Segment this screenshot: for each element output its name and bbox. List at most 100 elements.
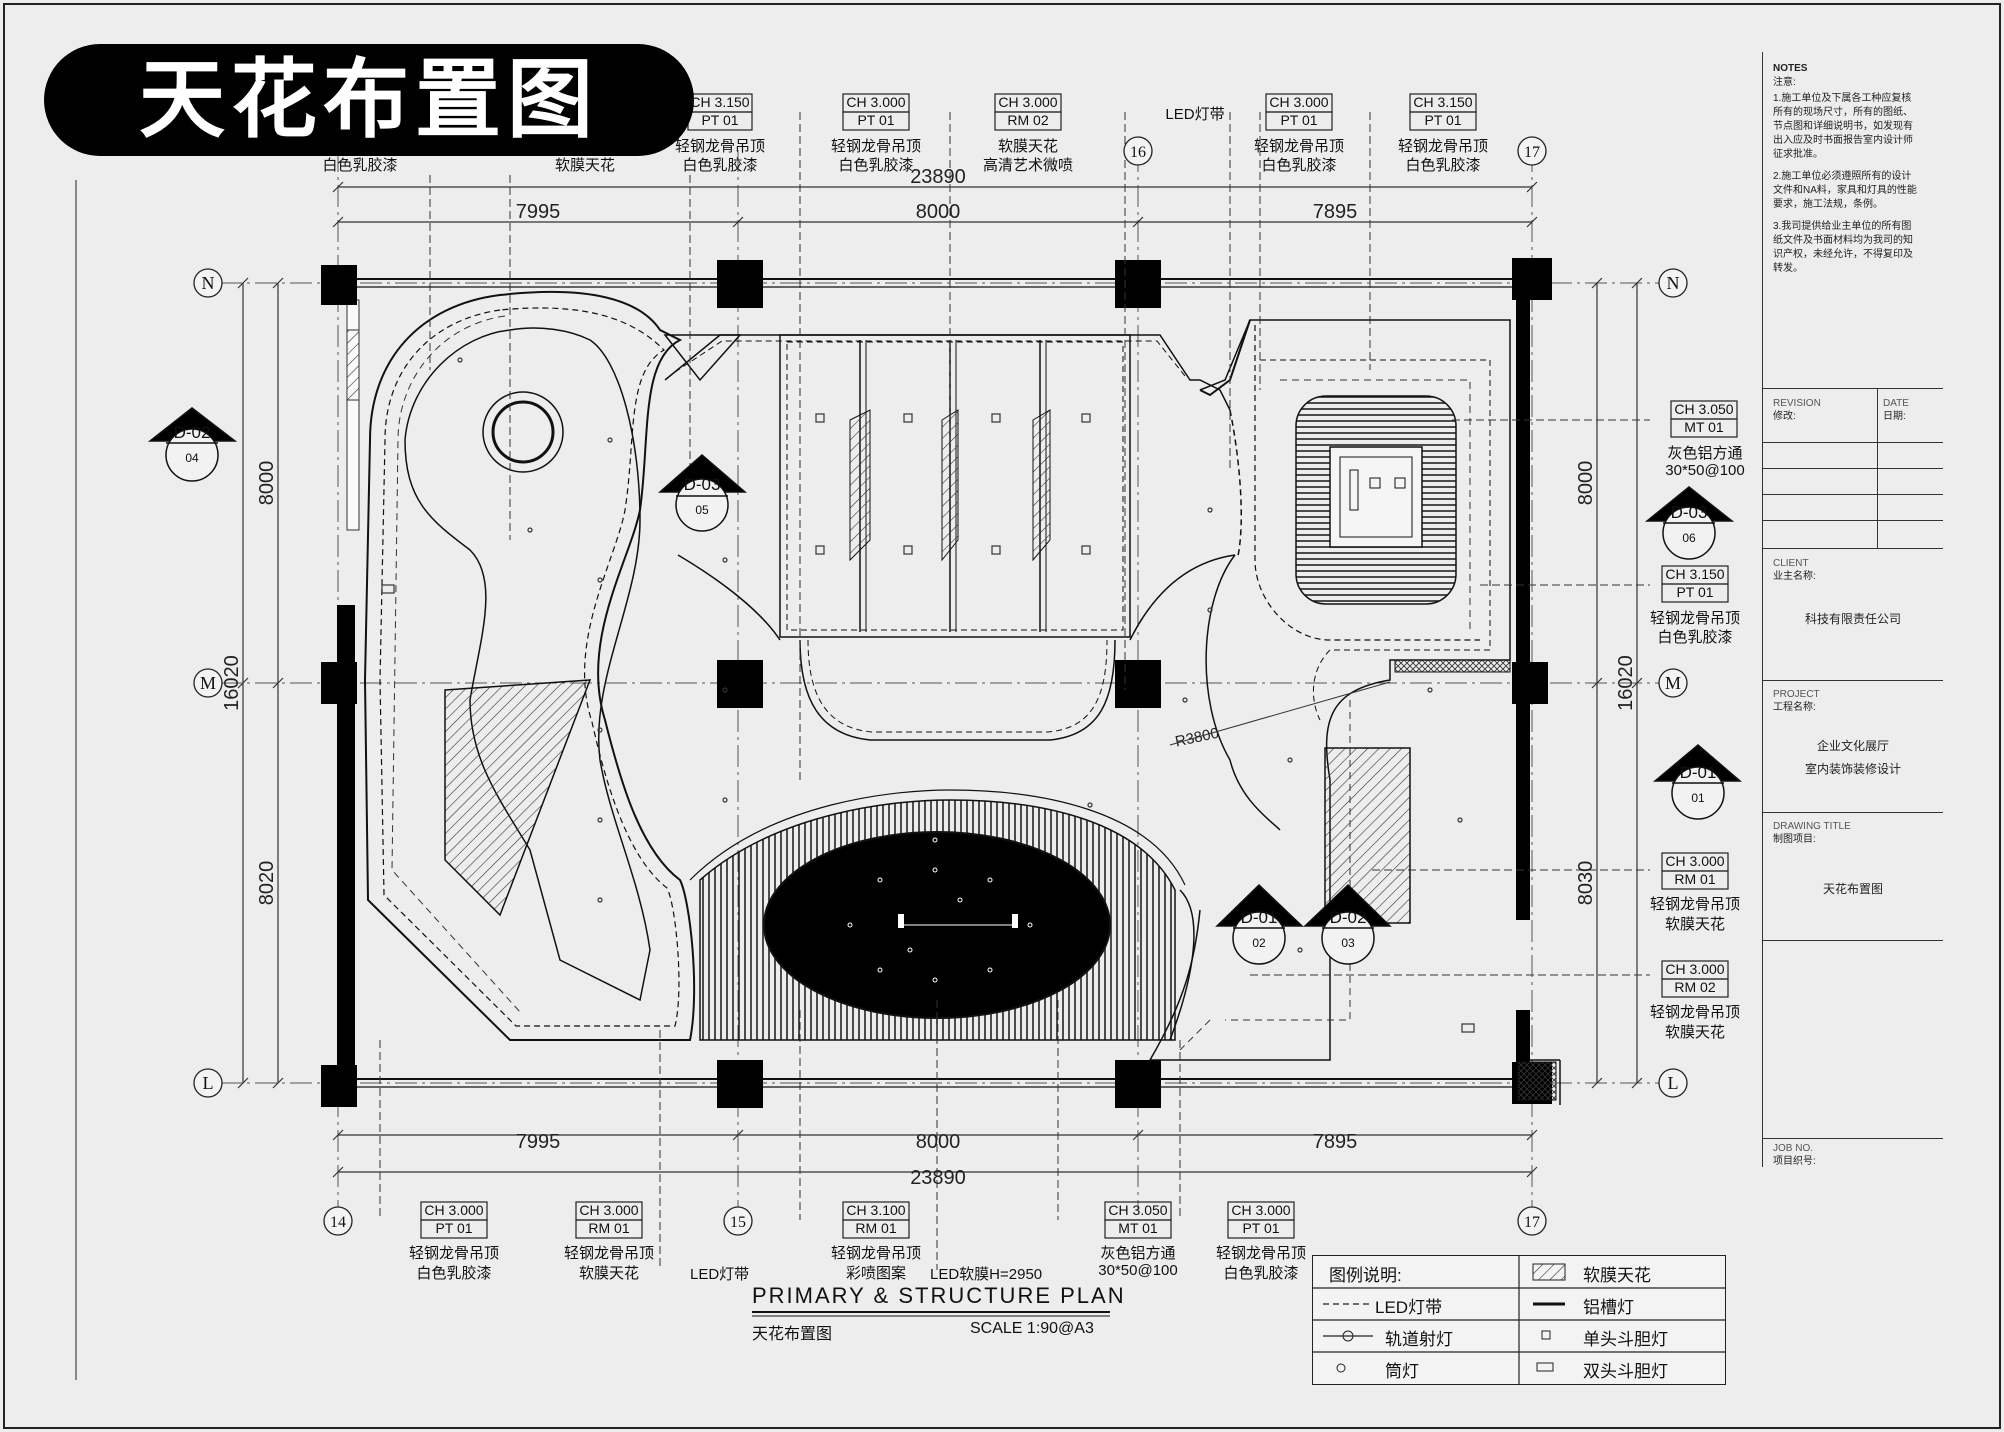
- callout-right-3-l2: 软膜天花: [1664, 916, 1725, 933]
- callout-top-2-l2: 白色乳胶漆: [838, 157, 914, 174]
- dim-total-top: 23890: [910, 166, 966, 188]
- section-label: D-03: [1671, 503, 1708, 522]
- dim-left-row-2: 8020: [256, 861, 278, 906]
- callout-top-3-l2: 高清艺术微喷: [982, 157, 1073, 174]
- callout-bottom-1-ch: CH 3.000: [424, 1202, 484, 1218]
- legend-item-led: LED灯带: [1375, 1298, 1443, 1317]
- grid-bubble-17-top: [1517, 136, 1547, 166]
- callout-top-5-code: PT 01: [1424, 112, 1462, 128]
- section-number: 04: [185, 451, 199, 465]
- tb-date-cn: 日期:: [1883, 411, 1906, 422]
- callout-top-1-l1: 轻钢龙骨吊顶: [674, 138, 765, 155]
- callout-top-4-l2: 白色乳胶漆: [1261, 157, 1337, 174]
- callout-right-2-code: PT 01: [1676, 584, 1714, 600]
- callout-top-5-l1: 轻钢龙骨吊顶: [1397, 138, 1488, 155]
- callout-top-4-l1: 轻钢龙骨吊顶: [1253, 138, 1344, 155]
- callout-bottom-4-l1: 灰色铝方通: [1100, 1245, 1176, 1262]
- callout-top-mid-text: 软膜天花: [554, 157, 615, 174]
- dim-right-row-1: 8000: [1575, 461, 1597, 506]
- callout-top-5-ch: CH 3.150: [1413, 94, 1473, 110]
- grid-label: M: [200, 673, 216, 693]
- dim-bay-2-bottom: 8000: [916, 1131, 961, 1153]
- sheet-border: [3, 3, 2001, 1429]
- section-marker-d01-02: [1215, 883, 1304, 965]
- callout-bottom-1-code: PT 01: [435, 1220, 473, 1236]
- tb-project-en: PROJECT: [1773, 689, 1820, 700]
- callout-top-4-code: PT 01: [1280, 112, 1318, 128]
- tb-drawing-cn: 制图项目:: [1773, 834, 1816, 845]
- callout-bottom-led: LED灯带: [690, 1266, 750, 1283]
- note-line: 文件和NA料，家具和灯具的性能: [1773, 185, 1917, 196]
- tb-job-en: JOB NO.: [1773, 1143, 1814, 1154]
- dim-bay-3-bottom: 7895: [1313, 1131, 1358, 1153]
- note-line: 征求批准。: [1773, 149, 1823, 160]
- building-outline: [337, 275, 1530, 1090]
- section-number: 02: [1252, 936, 1266, 950]
- tb-client-en: CLIENT: [1773, 558, 1809, 569]
- tb-divider-revision: [1763, 388, 1943, 389]
- grid-labels: N M L N M L 16 17 14 15 17: [200, 144, 1681, 1231]
- callout-right-2-ch: CH 3.150: [1665, 566, 1725, 582]
- plan-title: PRIMARY & STRUCTURE PLAN: [752, 1283, 1126, 1308]
- callout-bottom-2-l2: 软膜天花: [578, 1265, 639, 1282]
- title-block: NOTES 注意: 1.施工单位及下属各工种应复核 所有的现场尺寸，所有的图纸、…: [1762, 52, 1943, 1167]
- grid-label: 17: [1524, 1214, 1540, 1231]
- tb-project-value-2: 室内装饰装修设计: [1804, 762, 1901, 776]
- notes-heading: NOTES: [1773, 63, 1808, 74]
- dim-bay-3-top: 7895: [1313, 201, 1358, 223]
- callout-top-left-text: 白色乳胶漆: [322, 157, 398, 174]
- legend-title: 图例说明:: [1329, 1266, 1402, 1285]
- tb-project-value-1: 企业文化展厅: [1816, 739, 1889, 753]
- callout-top-3-ch: CH 3.000: [998, 94, 1058, 110]
- section-marker-d03-06: [1644, 486, 1735, 560]
- grid-label: L: [203, 1073, 214, 1093]
- callout-top-2-ch: CH 3.000: [846, 94, 906, 110]
- callout-top-3-l1: 软膜天花: [997, 138, 1058, 155]
- leader-lines: [379, 112, 1650, 1270]
- note-line: 节点图和详细说明书，如发现有: [1773, 121, 1913, 132]
- callout-bottom-5-l2: 白色乳胶漆: [1223, 1265, 1299, 1282]
- section-number: 06: [1682, 531, 1696, 545]
- dim-bay-2-top: 8000: [916, 201, 961, 223]
- legend-item-downlight: 筒灯: [1385, 1362, 1419, 1381]
- light-fixtures: [381, 357, 1475, 1033]
- callout-top-2-code: PT 01: [857, 112, 895, 128]
- grid-label: 17: [1524, 144, 1540, 161]
- note-line: 1.施工单位及下属各工种应复核: [1773, 93, 1912, 104]
- dim-total-bottom: 23890: [910, 1167, 966, 1189]
- legend-item-track: 轨道射灯: [1385, 1330, 1453, 1349]
- legend-single-spot-symbol: [1541, 1330, 1551, 1340]
- grid-label: M: [1665, 673, 1681, 693]
- callout-right-2-l1: 轻钢龙骨吊顶: [1649, 610, 1740, 627]
- callout-right-4-l2: 软膜天花: [1664, 1024, 1725, 1041]
- callout-right-4-l1: 轻钢龙骨吊顶: [1649, 1004, 1740, 1021]
- grid-label: 14: [330, 1214, 346, 1231]
- note-line: 纸文件及书面材料均为我司的知: [1773, 235, 1913, 246]
- callout-right-1-ch: CH 3.050: [1674, 401, 1734, 417]
- section-number: 05: [695, 503, 709, 517]
- left-ceiling-zone: [363, 290, 742, 1041]
- plan-subtitle: 天花布置图: [752, 1326, 833, 1343]
- tb-project-cn: 工程名称:: [1773, 702, 1816, 713]
- tb-revision-en: REVISION: [1773, 398, 1821, 409]
- callout-top-2-l1: 轻钢龙骨吊顶: [830, 138, 921, 155]
- callout-bottom-3-code: RM 01: [855, 1220, 897, 1236]
- tb-job-cn: 项目织号:: [1773, 1156, 1816, 1167]
- grid-bubbles: [193, 136, 1688, 1236]
- dim-left-row-1: 8000: [256, 461, 278, 506]
- grid-label: L: [1668, 1073, 1679, 1093]
- grid-bubble-17-bottom: [1517, 1206, 1547, 1236]
- legend-double-spot-symbol: [1536, 1362, 1554, 1372]
- section-number: 03: [1341, 936, 1355, 950]
- plan-scale: SCALE 1:90@A3: [970, 1320, 1094, 1337]
- callout-bottom-2-code: RM 01: [588, 1220, 630, 1236]
- callout-top-led: LED灯带: [1165, 106, 1225, 123]
- right-ceiling-zone: [1148, 319, 1561, 1105]
- grid-bubble-n-left: [193, 268, 223, 298]
- notes-heading-cn: 注意:: [1773, 77, 1796, 88]
- callout-right-3-l1: 轻钢龙骨吊顶: [1649, 896, 1740, 913]
- section-label: D-01: [1241, 908, 1278, 927]
- callout-right-4-ch: CH 3.000: [1665, 961, 1725, 977]
- callout-bottom-4-ch: CH 3.050: [1108, 1202, 1168, 1218]
- legend-item-film: 软膜天花: [1583, 1266, 1651, 1285]
